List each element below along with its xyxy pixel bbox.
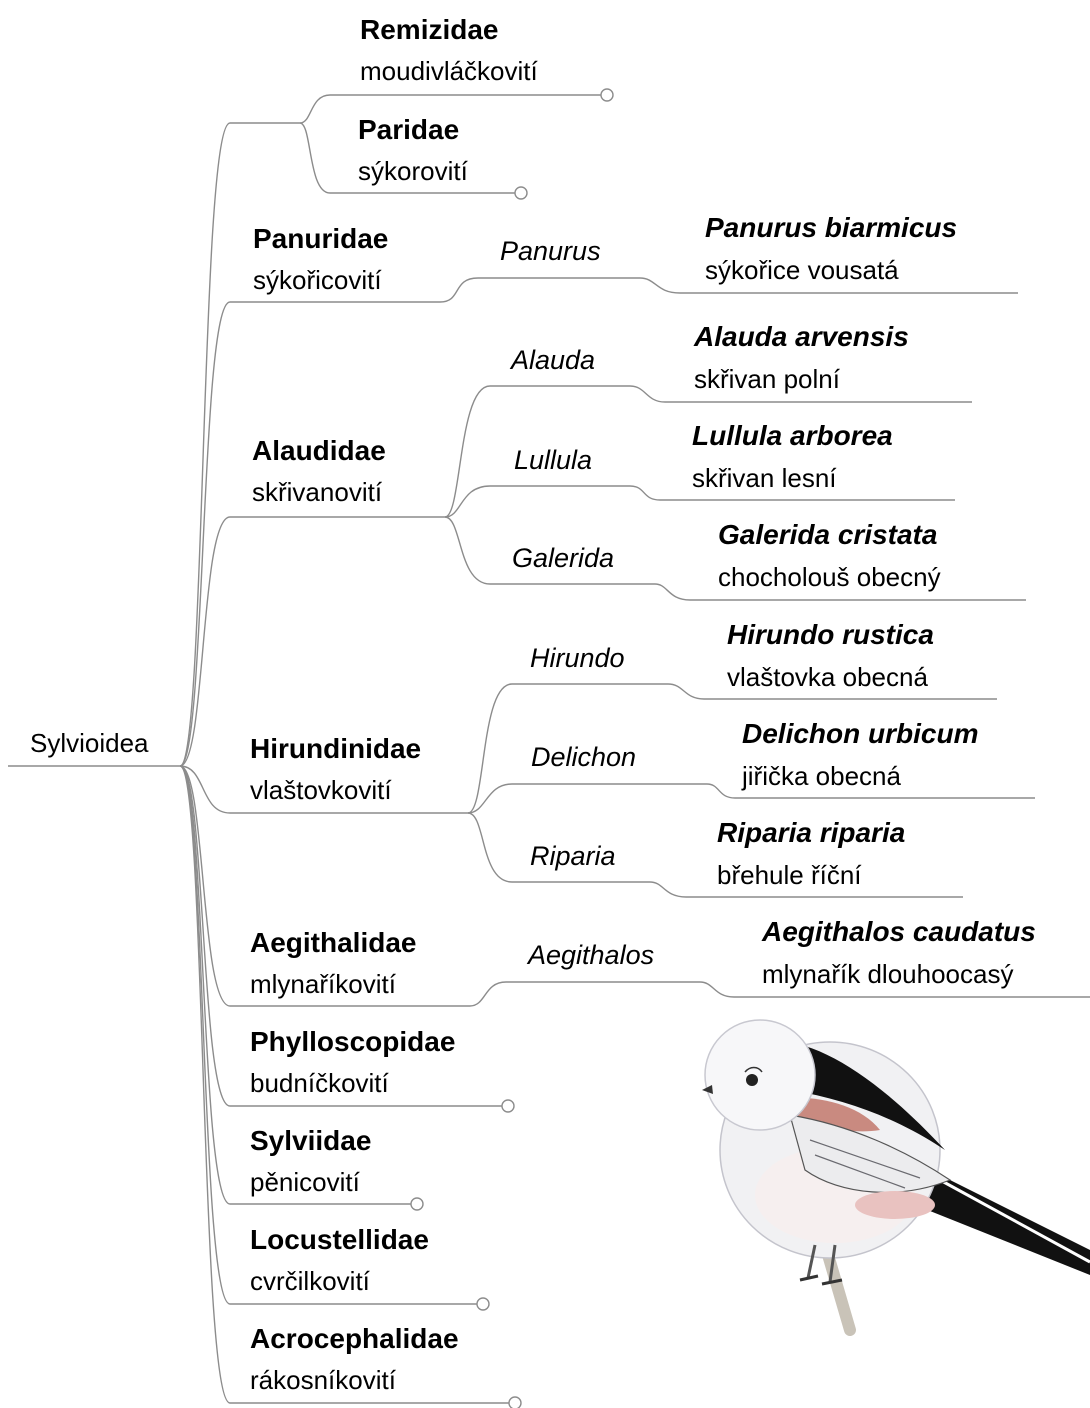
- genus-name: Alauda: [511, 347, 595, 374]
- collapse-circle-icon[interactable]: [411, 1198, 423, 1210]
- genus-name: Riparia: [530, 843, 616, 870]
- family-czech-name: budníčkovití: [250, 1070, 389, 1096]
- family-name: Aegithalidae: [250, 929, 416, 957]
- species-czech-name: skřivan lesní: [692, 465, 837, 491]
- species-name: Galerida cristata: [718, 521, 937, 549]
- family-name: Remizidae: [360, 16, 499, 44]
- family-name: Acrocephalidae: [250, 1325, 459, 1353]
- collapse-circle-icon[interactable]: [601, 89, 613, 101]
- species-name: Hirundo rustica: [727, 621, 934, 649]
- family-name: Phylloscopidae: [250, 1028, 455, 1056]
- species-czech-name: jiřička obecná: [742, 763, 901, 789]
- genus-name: Galerida: [512, 545, 614, 572]
- species-czech-name: břehule říční: [717, 862, 862, 888]
- species-name: Aegithalos caudatus: [762, 918, 1036, 946]
- family-czech-name: mlynaříkovití: [250, 971, 396, 997]
- species-czech-name: sýkořice vousatá: [705, 257, 899, 283]
- family-name: Locustellidae: [250, 1226, 429, 1254]
- species-name: Panurus biarmicus: [705, 214, 957, 242]
- species-czech-name: skřivan polní: [694, 366, 840, 392]
- family-czech-name: rákosníkovití: [250, 1367, 396, 1393]
- collapse-circle-icon[interactable]: [509, 1397, 521, 1408]
- species-czech-name: chocholouš obecný: [718, 564, 941, 590]
- species-name: Delichon urbicum: [742, 720, 978, 748]
- family-czech-name: cvrčilkovití: [250, 1268, 370, 1294]
- family-czech-name: vlaštovkovití: [250, 777, 392, 803]
- genus-name: Delichon: [531, 744, 636, 771]
- family-czech-name: pěnicovití: [250, 1169, 360, 1195]
- family-czech-name: sýkorovití: [358, 158, 468, 184]
- root-label: Sylvioidea: [30, 730, 149, 756]
- family-name: Sylviidae: [250, 1127, 371, 1155]
- genus-name: Hirundo: [530, 645, 625, 672]
- family-czech-name: skřivanovití: [252, 479, 382, 505]
- family-name: Paridae: [358, 116, 459, 144]
- genus-name: Aegithalos: [528, 942, 654, 969]
- species-czech-name: vlaštovka obecná: [727, 664, 928, 690]
- family-name: Panuridae: [253, 225, 388, 253]
- species-name: Lullula arborea: [692, 422, 893, 450]
- collapse-circle-icon[interactable]: [515, 187, 527, 199]
- family-czech-name: sýkořicovití: [253, 267, 382, 293]
- family-czech-name: moudivláčkovití: [360, 58, 538, 84]
- genus-name: Lullula: [514, 447, 592, 474]
- family-name: Alaudidae: [252, 437, 386, 465]
- species-name: Riparia riparia: [717, 819, 905, 847]
- collapse-circle-icon[interactable]: [502, 1100, 514, 1112]
- species-name: Alauda arvensis: [694, 323, 909, 351]
- collapse-circle-icon[interactable]: [477, 1298, 489, 1310]
- genus-name: Panurus: [500, 238, 601, 265]
- long-tailed-tit-illustration: [702, 1020, 1090, 1330]
- species-czech-name: mlynařík dlouhoocasý: [762, 961, 1013, 987]
- family-name: Hirundinidae: [250, 735, 421, 763]
